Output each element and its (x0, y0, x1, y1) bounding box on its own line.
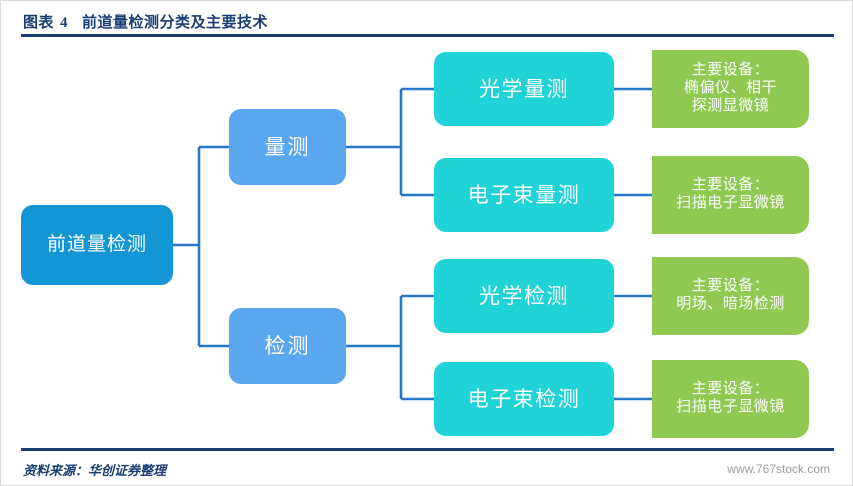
node-optical-inspection-label: 光学检测 (479, 283, 569, 308)
equipment-ebeam-metrology-line-1: 主要设备： (691, 177, 770, 194)
tree-diagram: 前道量检测 量测 检测 光学量测 电子束量测 光学检测 电子束检测 主要设备： … (1, 39, 852, 444)
source-note: 资料来源：华创证券整理 (23, 463, 167, 478)
figure-title-text: 前道量检测分类及主要技术 (82, 15, 269, 31)
equipment-ebeam-metrology[interactable]: 主要设备： 扫描电子显微镜 (652, 156, 809, 234)
node-ebeam-inspection[interactable]: 电子束检测 (434, 362, 614, 436)
node-optical-metrology[interactable]: 光学量测 (434, 52, 614, 126)
node-branch-metrology-label: 量测 (264, 134, 311, 159)
equipment-optical-metrology-line-2: 椭偏仪、相干 (683, 80, 777, 97)
node-root-label: 前道量检测 (46, 233, 147, 255)
node-branch-inspection-label: 检测 (264, 333, 311, 358)
footer-divider (21, 448, 834, 451)
node-root[interactable]: 前道量检测 (21, 205, 173, 285)
node-optical-inspection[interactable]: 光学检测 (434, 259, 614, 333)
node-ebeam-inspection-label: 电子束检测 (467, 386, 581, 411)
node-ebeam-metrology[interactable]: 电子束量测 (434, 158, 614, 232)
equipment-ebeam-inspection-line-2: 扫描电子显微镜 (676, 399, 785, 415)
figure-number: 4 (60, 15, 69, 31)
equipment-optical-metrology[interactable]: 主要设备： 椭偏仪、相干 探测显微镜 (652, 50, 809, 128)
equipment-optical-inspection-line-2: 明场、暗场检测 (676, 296, 785, 312)
equipment-optical-metrology-line-3: 探测显微镜 (691, 97, 770, 114)
page-title: 图表 4 前道量检测分类及主要技术 (23, 11, 268, 32)
equipment-ebeam-inspection-line-1: 主要设备： (691, 381, 770, 398)
node-branch-metrology[interactable]: 量测 (229, 109, 346, 185)
equipment-optical-inspection[interactable]: 主要设备： 明场、暗场检测 (652, 257, 809, 335)
equipment-optical-inspection-line-1: 主要设备： (691, 278, 770, 295)
header-divider (21, 34, 834, 37)
equipment-ebeam-inspection[interactable]: 主要设备： 扫描电子显微镜 (652, 360, 809, 438)
watermark: www.767stock.com (727, 462, 830, 476)
node-optical-metrology-label: 光学量测 (479, 76, 569, 101)
node-ebeam-metrology-label: 电子束量测 (467, 182, 581, 207)
figure-label: 图表 (23, 15, 55, 31)
equipment-ebeam-metrology-line-2: 扫描电子显微镜 (676, 195, 785, 211)
node-branch-inspection[interactable]: 检测 (229, 308, 346, 384)
connector-lines (173, 87, 652, 401)
equipment-optical-metrology-line-1: 主要设备： (691, 62, 770, 79)
